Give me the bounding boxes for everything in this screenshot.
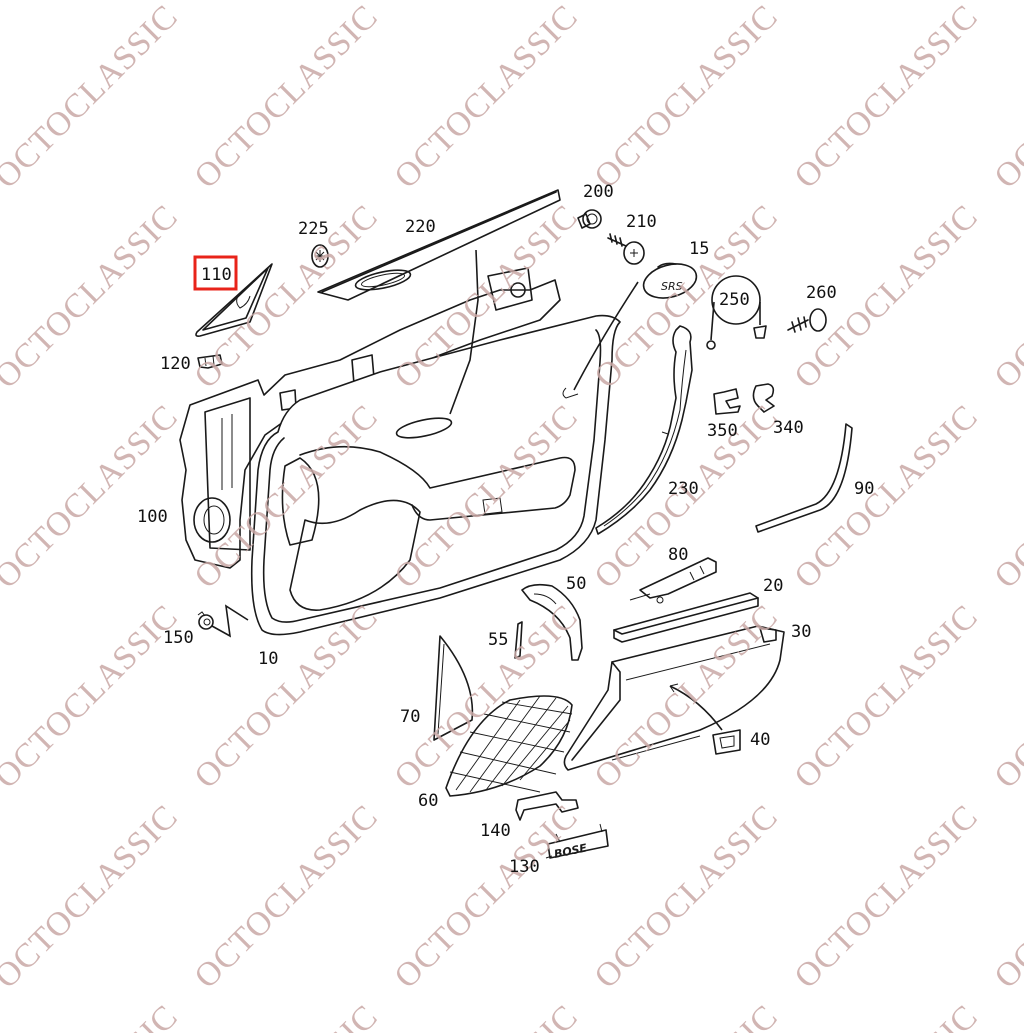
watermark-text: OCTOCLASSIC bbox=[787, 398, 985, 596]
callout-70[interactable]: 70 bbox=[400, 707, 420, 727]
part-10-door-panel bbox=[250, 314, 621, 636]
callout-90[interactable]: 90 bbox=[854, 479, 874, 499]
watermark-text: OCTOCLASSIC bbox=[587, 0, 785, 196]
part-120-clip bbox=[197, 354, 223, 369]
callout-230[interactable]: 230 bbox=[668, 479, 699, 499]
part-50-grab-handle bbox=[521, 583, 583, 661]
watermark-text: OCTOCLASSIC bbox=[187, 0, 385, 196]
part-30-lower-pocket bbox=[563, 625, 785, 771]
part-15-srs-badge: SRS bbox=[642, 262, 698, 299]
watermark-text: OCTOCLASSIC bbox=[0, 798, 185, 996]
part-60-speaker-grille bbox=[445, 695, 573, 797]
callout-225[interactable]: 225 bbox=[298, 219, 329, 239]
callout-60[interactable]: 60 bbox=[418, 791, 438, 811]
part-70-triangle bbox=[433, 635, 474, 741]
part-20-top-rail bbox=[613, 592, 759, 643]
callout-30[interactable]: 30 bbox=[791, 622, 811, 642]
callout-80[interactable]: 80 bbox=[668, 545, 688, 565]
watermark-text: OCTOCLASSIC bbox=[987, 998, 1024, 1033]
watermark-text: OCTOCLASSIC bbox=[187, 798, 385, 996]
watermark-text: OCTOCLASSIC bbox=[387, 998, 585, 1033]
watermark-text: OCTOCLASSIC bbox=[0, 598, 185, 796]
callout-210[interactable]: 210 bbox=[626, 212, 657, 232]
watermark-text: OCTOCLASSIC bbox=[787, 0, 985, 196]
watermark-text: OCTOCLASSIC bbox=[987, 198, 1024, 396]
callout-55[interactable]: 55 bbox=[488, 630, 508, 650]
watermark-text: OCTOCLASSIC bbox=[987, 398, 1024, 596]
part-140-bracket bbox=[515, 791, 579, 821]
watermark-text: OCTOCLASSIC bbox=[787, 998, 985, 1033]
callout-260[interactable]: 260 bbox=[806, 283, 837, 303]
watermark-text: OCTOCLASSIC bbox=[987, 598, 1024, 796]
callout-340[interactable]: 340 bbox=[773, 418, 804, 438]
callout-40[interactable]: 40 bbox=[750, 730, 770, 750]
callout-100[interactable]: 100 bbox=[137, 507, 168, 527]
callout-130[interactable]: 130 bbox=[509, 857, 540, 877]
part-110-mirror-triangle bbox=[195, 263, 273, 337]
callout-20[interactable]: 20 bbox=[763, 576, 783, 596]
watermark-text: OCTOCLASSIC bbox=[987, 798, 1024, 996]
callout-15[interactable]: 15 bbox=[689, 239, 709, 259]
callout-200[interactable]: 200 bbox=[583, 182, 614, 202]
callout-50[interactable]: 50 bbox=[566, 574, 586, 594]
srs-badge-text: SRS bbox=[661, 280, 683, 293]
leader-150 bbox=[211, 604, 249, 638]
watermark-text: OCTOCLASSIC bbox=[0, 998, 185, 1033]
leader-220 bbox=[449, 249, 479, 415]
watermark-text: OCTOCLASSIC bbox=[387, 0, 585, 196]
watermark-text: OCTOCLASSIC bbox=[987, 0, 1024, 196]
callout-150[interactable]: 150 bbox=[163, 628, 194, 648]
part-250-clip-group bbox=[706, 275, 767, 350]
part-200-clip bbox=[577, 209, 602, 229]
part-210-screw bbox=[607, 233, 645, 265]
highlight-box-110 bbox=[193, 255, 238, 291]
callout-250[interactable]: 250 bbox=[719, 290, 750, 310]
watermark-text: OCTOCLASSIC bbox=[587, 998, 785, 1033]
part-260-screw bbox=[787, 308, 827, 333]
callout-220[interactable]: 220 bbox=[405, 217, 436, 237]
callout-140[interactable]: 140 bbox=[480, 821, 511, 841]
watermark-text: OCTOCLASSIC bbox=[0, 0, 185, 196]
watermark-text: OCTOCLASSIC bbox=[187, 998, 385, 1033]
part-350-clip bbox=[713, 388, 741, 415]
watermark-text: OCTOCLASSIC bbox=[787, 598, 985, 796]
callout-10[interactable]: 10 bbox=[258, 649, 278, 669]
callout-350[interactable]: 350 bbox=[707, 421, 738, 441]
watermark-text: OCTOCLASSIC bbox=[587, 798, 785, 996]
part-80-bracket bbox=[629, 557, 717, 604]
part-230-pillar-trim bbox=[595, 325, 693, 535]
part-150-screw bbox=[197, 611, 214, 630]
callout-labels: 110 225 220 200 210 15 250 260 120 350 3… bbox=[137, 182, 874, 877]
leader-210 bbox=[573, 281, 639, 391]
parts-artwork: SRS bbox=[179, 189, 853, 861]
part-340-clip bbox=[752, 383, 775, 413]
watermark-text: OCTOCLASSIC bbox=[0, 398, 185, 596]
watermark-text: OCTOCLASSIC bbox=[787, 798, 985, 996]
part-55-rail bbox=[514, 621, 523, 659]
callout-120[interactable]: 120 bbox=[160, 354, 191, 374]
callout-110[interactable]: 110 bbox=[201, 265, 232, 285]
part-220-upper-trim bbox=[317, 189, 561, 301]
watermark-text: OCTOCLASSIC bbox=[0, 198, 185, 396]
part-225-clip bbox=[311, 244, 329, 268]
part-90-strip bbox=[755, 423, 853, 533]
part-40-insert bbox=[669, 683, 741, 755]
